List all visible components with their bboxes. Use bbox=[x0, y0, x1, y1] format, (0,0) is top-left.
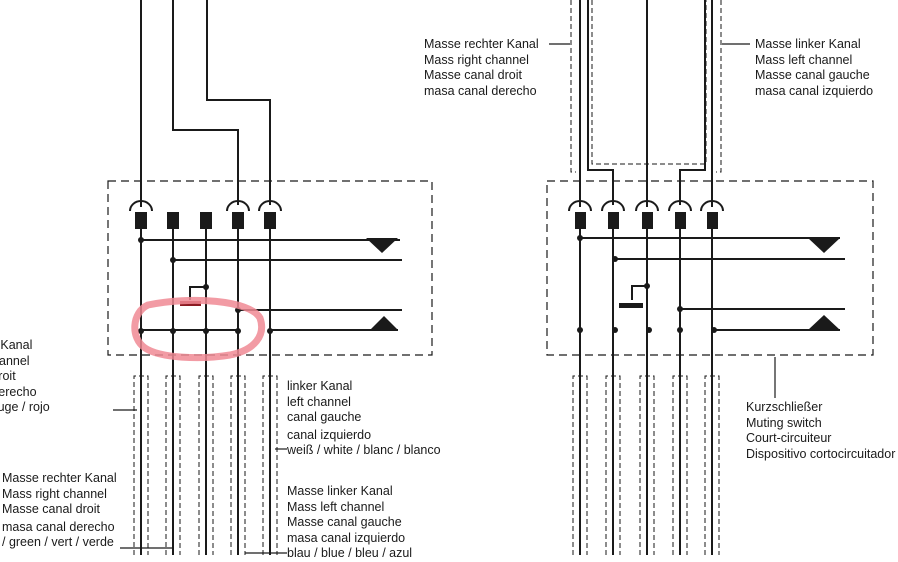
muting-switch-label: Kurzschließer Muting switch Court-circui… bbox=[746, 400, 896, 461]
jack-icon bbox=[568, 200, 592, 212]
left-mass-left-label: Masse linker Kanal Mass left channel Mas… bbox=[287, 484, 413, 560]
left-plug-housing bbox=[107, 180, 433, 356]
right-mass-right-label: Masse rechter Kanal Mass right channel M… bbox=[424, 37, 539, 98]
jack-icon bbox=[700, 200, 724, 212]
right-mass-left-label: Masse linker Kanal Mass left channel Mas… bbox=[755, 37, 874, 98]
left-mass-right-label: Masse rechter Kanal Mass right channel M… bbox=[2, 471, 117, 549]
jack-icon bbox=[258, 200, 282, 212]
output-triangle-down bbox=[366, 238, 398, 253]
output-triangle-up bbox=[370, 316, 398, 330]
output-triangle-up bbox=[808, 315, 840, 330]
wire bbox=[206, 0, 271, 205]
left-right-channel-label: rechter Kanal right channel canal droit … bbox=[0, 338, 50, 414]
highlight-circle bbox=[131, 296, 265, 362]
jack-icon bbox=[129, 200, 153, 212]
jack-icon bbox=[668, 200, 692, 212]
right-plug-housing bbox=[546, 180, 874, 356]
wire bbox=[172, 0, 239, 205]
left-left-channel-label: linker Kanal left channel canal gauche c… bbox=[287, 379, 441, 457]
jack-icon bbox=[601, 200, 625, 212]
jack-icon bbox=[226, 200, 250, 212]
output-triangle-down bbox=[808, 238, 840, 253]
ground-bar bbox=[619, 303, 643, 308]
jack-icon bbox=[635, 200, 659, 212]
